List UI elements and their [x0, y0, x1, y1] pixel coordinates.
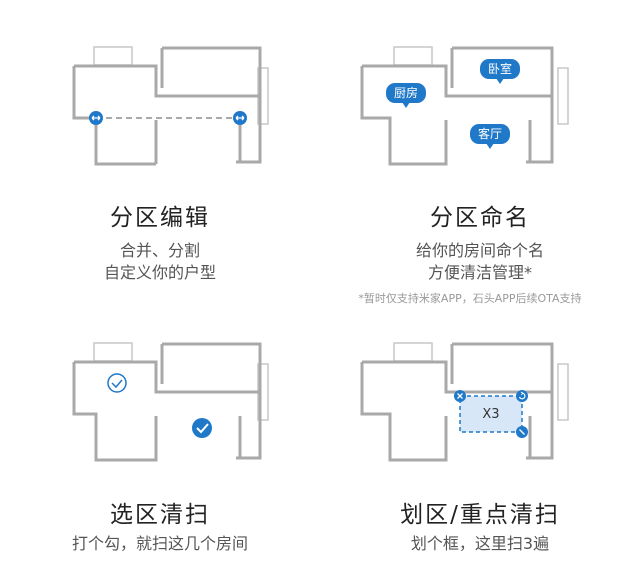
- floorplan-room-naming: [360, 46, 569, 166]
- room-naming-title: 分区命名: [430, 205, 530, 231]
- partition-edit-title: 分区编辑: [110, 205, 210, 231]
- zone-delete-icon[interactable]: [454, 390, 466, 402]
- partition-edit-line2: 自定义你的户型: [103, 263, 216, 282]
- zone-resize-icon[interactable]: [516, 426, 528, 438]
- floorplan-zone-clean: [360, 342, 569, 462]
- select-clean-title: 选区清扫: [110, 502, 210, 528]
- feature-zone-clean: X3 划区/重点清扫 划个框，这里扫3遍: [320, 310, 640, 567]
- room-naming-line1: 给你的房间命个名: [415, 241, 544, 260]
- floorplan-partition-edit: [72, 46, 269, 166]
- unchecked-room-icon[interactable]: [107, 373, 127, 393]
- select-clean-line1: 打个勾，就扫这几个房间: [71, 534, 248, 553]
- zone-repeat-label: X3: [482, 407, 500, 422]
- checked-room-icon[interactable]: [192, 418, 212, 438]
- room-tag-bedroom[interactable]: 卧室: [480, 59, 521, 84]
- zone-clean-title: 划区/重点清扫: [400, 502, 560, 528]
- feature-partition-edit: 分区编辑 合并、分割 自定义你的户型: [0, 0, 320, 290]
- zone-clean-line1: 划个框，这里扫3遍: [410, 534, 550, 553]
- room-naming-footnote: *暂时仅支持米家APP，石头APP后续OTA支持: [358, 292, 582, 305]
- room-naming-line2: 方便清洁管理*: [427, 263, 532, 282]
- feature-select-clean: 选区清扫 打个勾，就扫这几个房间: [0, 310, 320, 567]
- feature-room-naming: 厨房 卧室 客厅 分区命名 给你的房间命个名 方便清洁管理*: [320, 0, 640, 290]
- zone-rotate-icon[interactable]: [516, 390, 528, 402]
- floorplan-select-clean: [72, 342, 269, 462]
- clean-zone-box[interactable]: [459, 395, 523, 433]
- room-tag-kitchen[interactable]: 厨房: [386, 83, 427, 108]
- room-tag-living-room[interactable]: 客厅: [470, 124, 511, 149]
- partition-edit-line1: 合并、分割: [119, 241, 200, 260]
